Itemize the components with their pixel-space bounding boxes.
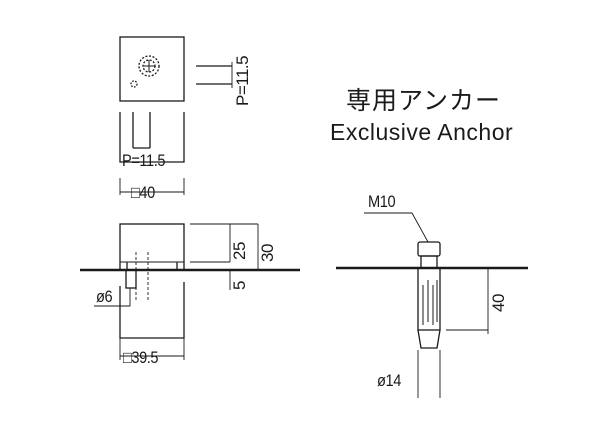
bolt-size-label: M10 bbox=[368, 192, 396, 211]
width-square-label: □40 bbox=[131, 183, 155, 202]
top-view-block bbox=[119, 36, 185, 102]
top-view-bolt-hole bbox=[138, 55, 160, 77]
anchor-tip bbox=[417, 329, 441, 349]
pin bbox=[125, 269, 137, 289]
top-view-pin-hole bbox=[130, 80, 138, 88]
hole-diameter-label: ø6 bbox=[96, 287, 113, 306]
base-square-label: □39.5 bbox=[123, 348, 159, 367]
front-view-block bbox=[119, 112, 185, 163]
embed-outline bbox=[119, 282, 185, 339]
anchor-depth-label: 40 bbox=[489, 294, 508, 312]
height-top-label: 25 bbox=[230, 242, 249, 260]
bolt-head bbox=[417, 241, 441, 257]
embed-depth-label: 5 bbox=[230, 281, 249, 290]
title-japanese: 専用アンカー bbox=[346, 86, 502, 115]
anchor-diameter-label: ø14 bbox=[377, 371, 401, 390]
side-view-pitch-label: P=11.5 bbox=[122, 151, 166, 170]
side-view-block bbox=[119, 223, 185, 271]
title-english: Exclusive Anchor bbox=[330, 119, 514, 145]
bolt-leader bbox=[364, 212, 429, 243]
height-total-label: 30 bbox=[258, 244, 277, 262]
hole-leader bbox=[94, 288, 131, 307]
top-view-pitch-label: P=11.5 bbox=[233, 55, 252, 106]
